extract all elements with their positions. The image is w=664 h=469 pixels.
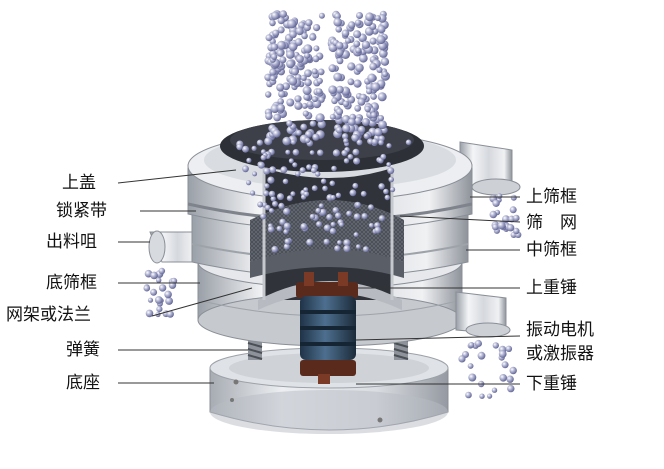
leader-screen-mesh <box>399 215 521 223</box>
discharge-spout-left <box>148 230 201 264</box>
label-clamp-band: 锁紧带 <box>56 201 107 221</box>
discharge-spout-right-lower <box>455 291 511 338</box>
label-spring: 弹簧 <box>66 340 100 360</box>
label-top-cover: 上盖 <box>62 173 96 193</box>
label-mesh-frame-or-flange: 网架或法兰 <box>6 305 91 325</box>
label-discharge-outlet: 出料咀 <box>46 232 97 252</box>
upper-weight <box>296 272 358 298</box>
label-bottom-screen-frame: 底筛框 <box>46 273 97 293</box>
particle-stream-icon <box>236 10 412 253</box>
lower-weight <box>300 360 356 384</box>
label-base: 底座 <box>66 373 100 393</box>
label-motor-line2: 或激振器 <box>526 344 594 364</box>
leader-lines <box>117 169 521 385</box>
leader-top-cover <box>117 169 237 184</box>
label-middle-screen-frame: 中筛框 <box>526 240 577 260</box>
label-motor-line1: 振动电机 <box>526 320 594 340</box>
label-upper-weight: 上重锤 <box>526 278 577 298</box>
leader-mesh-frame <box>151 287 253 317</box>
label-screen-mesh: 筛 网 <box>526 213 577 233</box>
leader-motor <box>355 335 521 341</box>
vibration-motor <box>300 296 356 360</box>
label-lower-weight: 下重锤 <box>526 374 577 394</box>
particle-cluster-icon <box>143 193 522 399</box>
label-upper-screen-frame: 上筛框 <box>526 187 577 207</box>
